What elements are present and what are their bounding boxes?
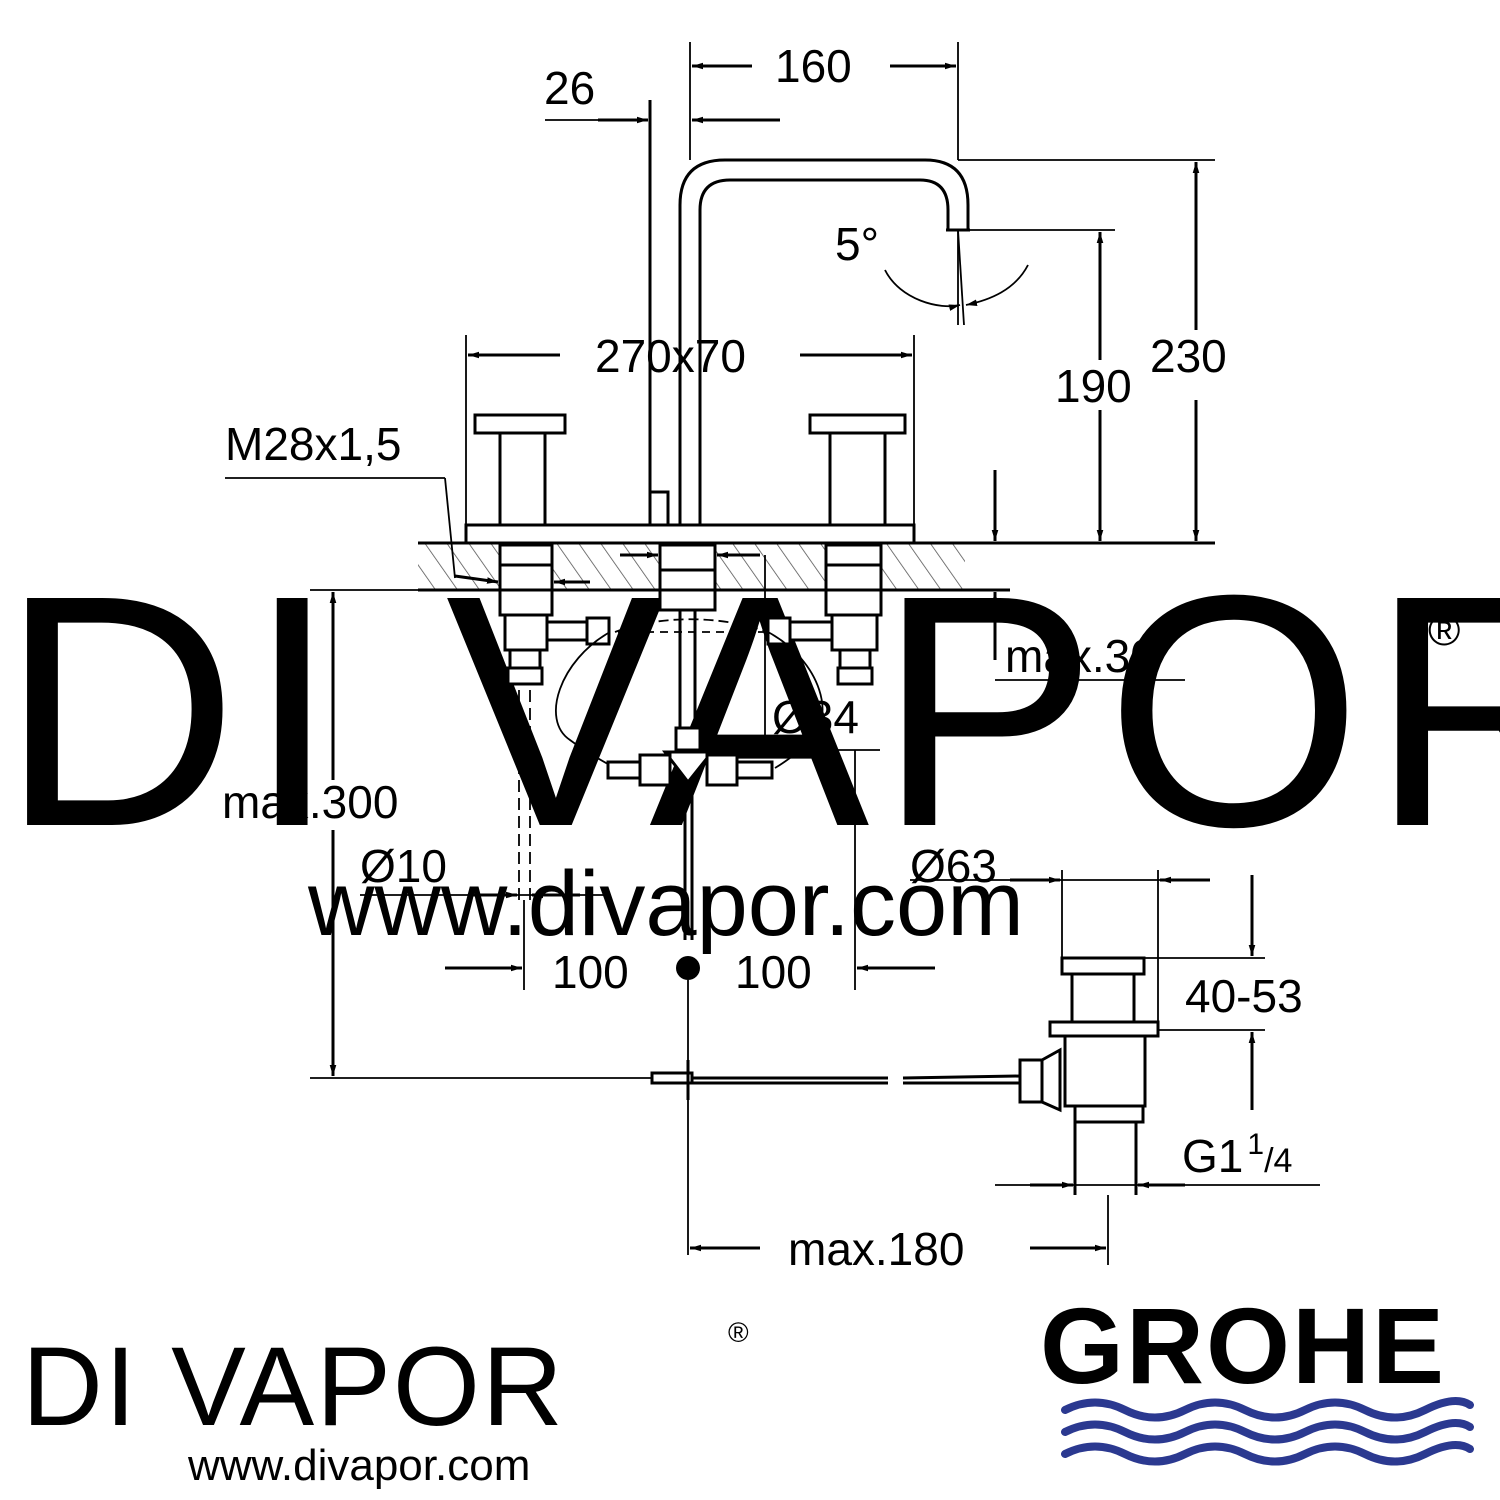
spout	[648, 100, 970, 525]
dim-rod-length: max.180	[788, 1223, 964, 1275]
deck-plate	[464, 523, 916, 545]
retailer-logo: DI VAPOR ® www.divapor.com	[22, 1317, 749, 1490]
dim-deck-plate: 270x70	[595, 330, 746, 382]
dimension-lines	[225, 42, 1320, 1265]
dim-hole-diameter: Ø34	[772, 691, 859, 743]
grohe-waves-icon	[1061, 1397, 1474, 1466]
dim-total-height: 230	[1150, 330, 1227, 382]
tee-connector	[606, 726, 774, 940]
watermark-registered-mark: ®	[1428, 606, 1460, 655]
dim-under-deck-depth: max.300	[222, 776, 398, 828]
dim-left-spacing: 100	[552, 946, 629, 998]
dim-spout-reach: 160	[775, 40, 852, 92]
dim-waste-diameter: Ø63	[910, 840, 997, 892]
left-valve	[498, 543, 611, 900]
manufacturer-name: GROHE	[1040, 1285, 1446, 1406]
dim-outlet-height: 190	[1055, 360, 1132, 412]
dim-spout-offset: 26	[544, 62, 595, 114]
dim-spout-angle: 5°	[835, 218, 879, 270]
dim-pipe-diameter: Ø10	[360, 840, 447, 892]
right-valve	[766, 543, 883, 686]
dim-thread: M28x1,5	[225, 418, 401, 470]
dimension-labels: 160 26 5° 270x70 M28x1,5 190 230 max.30 …	[222, 40, 1303, 1275]
dim-waste-height: 40-53	[1185, 970, 1303, 1022]
pop-up-waste	[650, 956, 1160, 1255]
dim-deck-thickness: max.30	[1005, 630, 1156, 682]
center-point	[676, 956, 700, 980]
grohe-logo: GROHE	[1040, 1285, 1474, 1466]
watermark-url: www.divapor.com	[307, 853, 1024, 955]
retailer-registered-mark: ®	[728, 1317, 749, 1348]
connection-hoses	[555, 618, 824, 769]
right-handle	[808, 413, 907, 527]
dim-right-spacing: 100	[735, 946, 812, 998]
left-handle	[473, 413, 567, 527]
retailer-name: DI VAPOR	[22, 1324, 565, 1449]
center-body	[658, 543, 717, 730]
retailer-url: www.divapor.com	[187, 1441, 530, 1490]
